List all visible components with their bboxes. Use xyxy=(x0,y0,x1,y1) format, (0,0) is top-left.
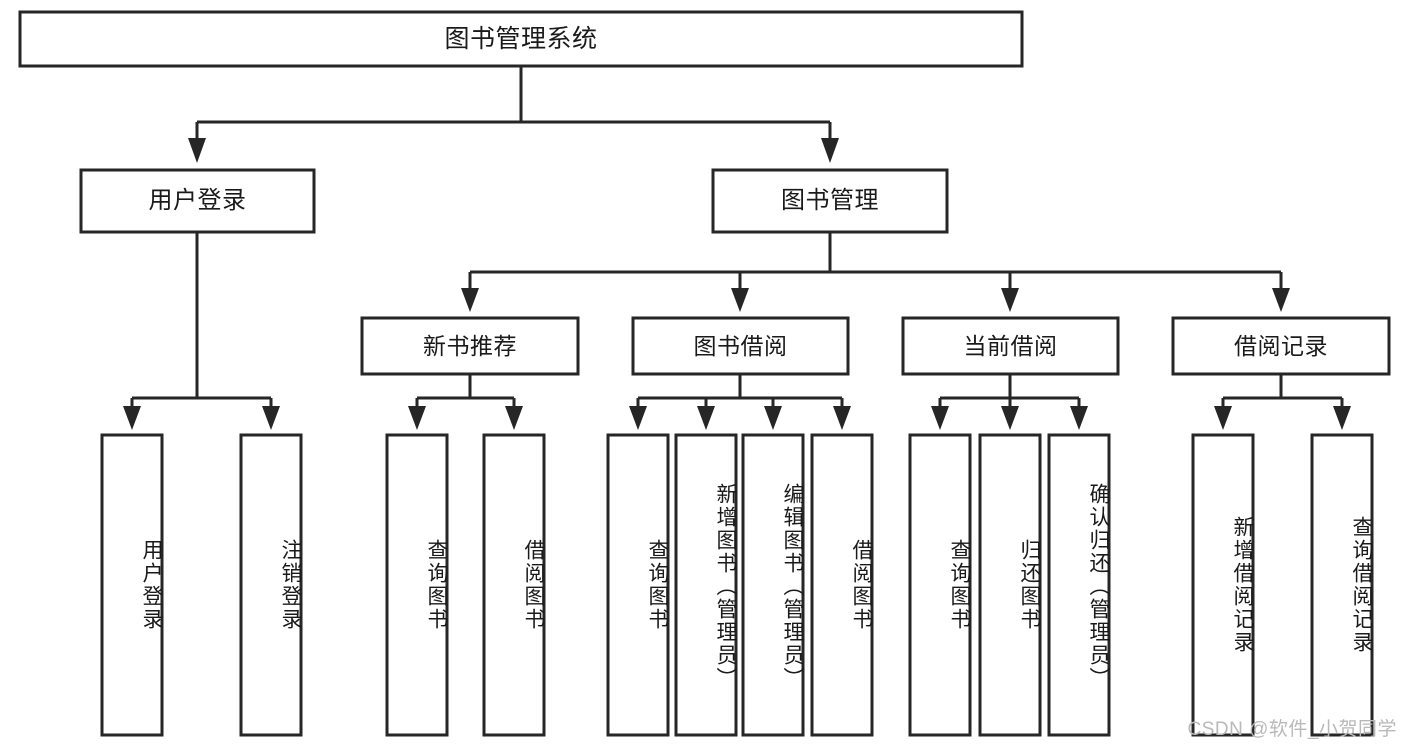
arrow-head-leaf13 xyxy=(1333,406,1351,430)
arrow-head-newbook xyxy=(461,288,479,312)
arrow-head-leaf8 xyxy=(833,406,851,430)
arrow-head-leaf11 xyxy=(1070,406,1088,430)
arrow-head-records xyxy=(1272,288,1290,312)
node-box-login[interactable] xyxy=(79,168,316,234)
arrow-head-current xyxy=(1001,288,1019,312)
node-box-root[interactable] xyxy=(18,10,1024,68)
node-box-bookmgmt[interactable] xyxy=(711,168,949,234)
node-box-records[interactable] xyxy=(1171,316,1391,376)
connector-group-bookmgmt xyxy=(461,232,1290,312)
connector-group-login xyxy=(123,232,280,430)
connector-group-borrow xyxy=(629,374,851,430)
node-box-leaf1[interactable] xyxy=(100,433,164,737)
connector-group-newbook xyxy=(408,374,523,430)
node-box-leaf8[interactable] xyxy=(810,433,874,737)
node-box-current[interactable] xyxy=(901,316,1120,376)
node-box-leaf13[interactable] xyxy=(1310,433,1374,737)
arrow-head-leaf4 xyxy=(505,406,523,430)
arrow-head-leaf10 xyxy=(1001,406,1019,430)
arrow-head-leaf1 xyxy=(123,406,141,430)
csdn-watermark: CSDN @软件_小贺同学 xyxy=(1187,719,1397,740)
arrow-head-login xyxy=(188,138,206,163)
arrow-head-leaf7 xyxy=(764,406,782,430)
arrow-head-leaf6 xyxy=(697,406,715,430)
arrow-head-leaf12 xyxy=(1214,406,1232,430)
node-box-borrow[interactable] xyxy=(631,316,850,376)
arrow-head-leaf9 xyxy=(931,406,949,430)
node-box-leaf12[interactable] xyxy=(1191,433,1255,737)
node-box-leaf2[interactable] xyxy=(239,433,303,737)
arrow-head-leaf5 xyxy=(629,406,647,430)
node-box-leaf3[interactable] xyxy=(385,433,449,737)
connector-group-current xyxy=(931,374,1088,430)
node-box-leaf5[interactable] xyxy=(606,433,670,737)
node-box-leaf6[interactable] xyxy=(674,433,738,737)
arrow-head-bookmgmt xyxy=(821,138,839,163)
node-box-newbook[interactable] xyxy=(360,316,580,376)
connector-group-records xyxy=(1214,374,1351,430)
node-box-leaf4[interactable] xyxy=(482,433,546,737)
node-box-leaf11[interactable] xyxy=(1047,433,1111,737)
connector-group-root xyxy=(188,66,839,163)
node-box-leaf7[interactable] xyxy=(741,433,805,737)
node-box-leaf10[interactable] xyxy=(978,433,1042,737)
arrow-head-leaf3 xyxy=(408,406,426,430)
node-box-leaf9[interactable] xyxy=(908,433,972,737)
arrow-head-borrow xyxy=(731,288,749,312)
arrow-head-leaf2 xyxy=(262,406,280,430)
